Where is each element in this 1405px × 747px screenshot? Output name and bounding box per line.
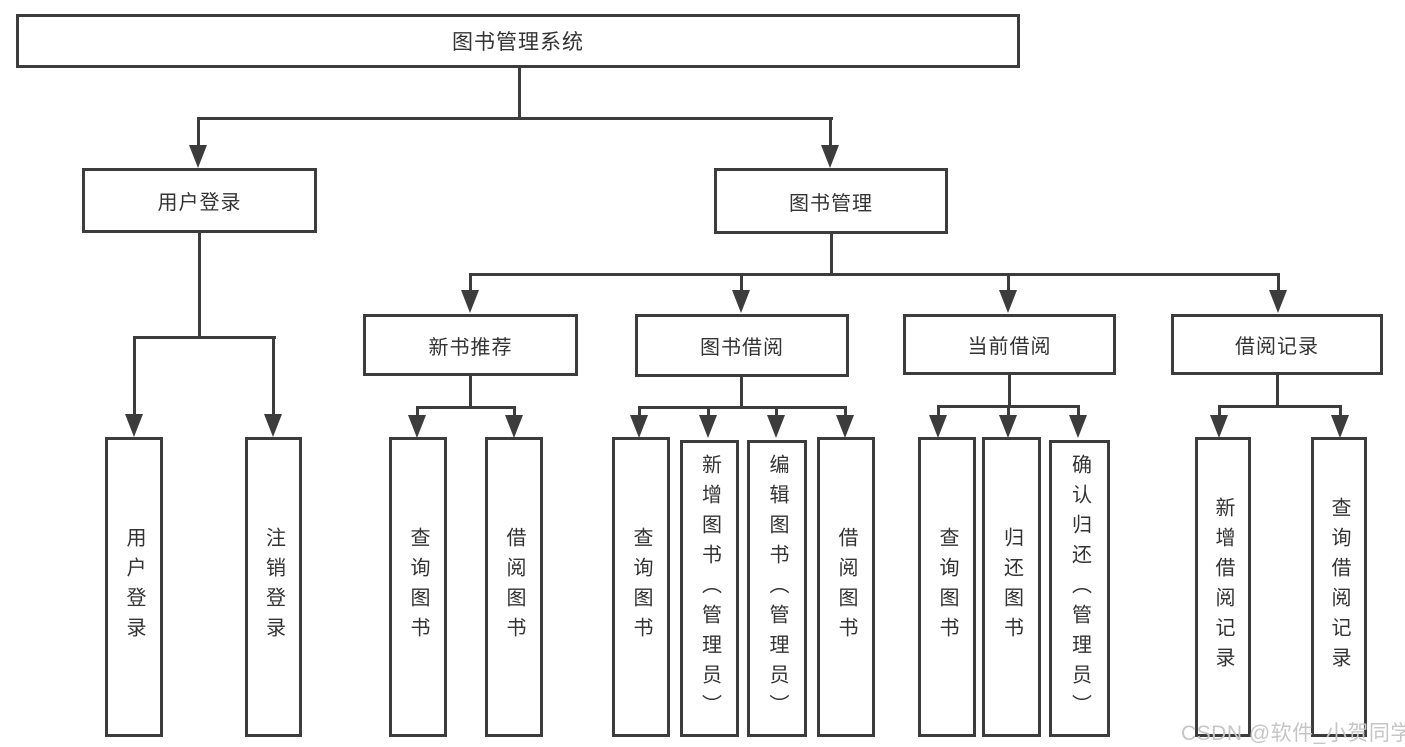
connector-vline <box>1277 273 1280 293</box>
connector-vline <box>469 273 472 293</box>
leaf-query-books-current-label: 查询图书 <box>936 527 958 647</box>
leaf-query-books-recommend-label: 查询图书 <box>407 527 429 647</box>
arrow-down-icon <box>1210 415 1228 438</box>
connector-vline <box>829 117 832 149</box>
connector-vline <box>638 406 641 418</box>
leaf-query-books-borrowing-label: 查询图书 <box>630 527 652 647</box>
connector-vline <box>198 233 201 339</box>
connector-hline <box>416 406 516 409</box>
connector-hline <box>1218 405 1342 408</box>
connector-vline <box>1339 405 1342 418</box>
connector-vline <box>844 406 847 418</box>
watermark: CSDN @软件_小贺同学 <box>1181 722 1405 745</box>
connector-vline <box>707 406 710 418</box>
leaf-add-borrow-record-label: 新增借阅记录 <box>1212 497 1234 677</box>
leaf-add-book-admin-label: 新增图书（管理员） <box>698 453 721 724</box>
connector-vline <box>775 406 778 418</box>
connector-hline <box>197 117 833 120</box>
arrow-down-icon <box>999 415 1017 438</box>
connector-vline <box>272 336 275 415</box>
leaf-borrow-books-borrowing-label: 借阅图书 <box>835 527 857 647</box>
connector-vline <box>197 117 200 149</box>
node-borrowing-records-label: 借阅记录 <box>1235 336 1319 358</box>
leaf-confirm-return-admin: 确认归还（管理员） <box>1049 440 1110 737</box>
node-root-label: 图书管理系统 <box>452 31 584 54</box>
arrow-down-icon <box>1269 290 1287 313</box>
leaf-query-books-borrowing: 查询图书 <box>612 437 670 737</box>
leaf-add-book-admin: 新增图书（管理员） <box>680 440 739 737</box>
node-book-management: 图书管理 <box>714 168 948 234</box>
leaf-user-login: 用户登录 <box>105 437 163 737</box>
arrow-down-icon <box>999 290 1017 313</box>
connector-hline <box>469 273 1280 276</box>
arrow-down-icon <box>699 415 717 438</box>
leaf-query-borrow-record-label: 查询借阅记录 <box>1328 497 1350 677</box>
connector-vline <box>1007 273 1010 293</box>
connector-vline <box>1077 405 1080 418</box>
arrow-down-icon <box>929 415 947 438</box>
connector-vline <box>469 376 472 409</box>
leaf-borrow-books-borrowing: 借阅图书 <box>817 437 875 737</box>
connector-vline <box>1276 375 1279 408</box>
leaf-return-books: 归还图书 <box>982 437 1041 737</box>
connector-vline <box>513 406 516 418</box>
node-borrowing-records: 借阅记录 <box>1171 314 1383 375</box>
node-user-login: 用户登录 <box>82 168 317 233</box>
arrow-down-icon <box>505 415 523 438</box>
node-new-book-recommend-label: 新书推荐 <box>428 336 513 359</box>
leaf-query-borrow-record: 查询借阅记录 <box>1311 437 1367 737</box>
arrow-down-icon <box>125 414 143 437</box>
arrow-down-icon <box>630 415 648 438</box>
node-book-management-label: 图书管理 <box>789 192 873 215</box>
arrow-down-icon <box>1331 415 1349 438</box>
node-user-login-label: 用户登录 <box>157 192 242 214</box>
connector-hline <box>638 406 847 409</box>
connector-vline <box>518 68 521 120</box>
arrow-down-icon <box>408 415 426 438</box>
leaf-borrow-books-recommend-label: 借阅图书 <box>503 527 525 647</box>
node-current-borrowing-label: 当前借阅 <box>967 336 1052 358</box>
leaf-logout-label: 注销登录 <box>262 527 285 647</box>
leaf-query-books-current: 查询图书 <box>918 437 976 737</box>
node-root: 图书管理系统 <box>16 14 1020 68</box>
leaf-edit-book-admin: 编辑图书（管理员） <box>747 440 807 737</box>
leaf-return-books-label: 归还图书 <box>1000 527 1023 647</box>
connector-vline <box>1008 375 1011 408</box>
leaf-logout: 注销登录 <box>245 437 302 737</box>
connector-vline <box>937 405 940 418</box>
connector-vline <box>416 406 419 418</box>
connector-hline <box>133 336 276 339</box>
leaf-query-books-recommend: 查询图书 <box>389 437 447 737</box>
leaf-user-login-label: 用户登录 <box>123 527 145 647</box>
connector-vline <box>740 273 743 293</box>
leaf-borrow-books-recommend: 借阅图书 <box>485 437 543 737</box>
arrow-down-icon <box>767 415 785 438</box>
leaf-add-borrow-record: 新增借阅记录 <box>1195 437 1251 737</box>
node-book-borrowing-label: 图书借阅 <box>700 337 784 359</box>
arrow-down-icon <box>264 414 282 437</box>
connector-vline <box>1007 405 1010 418</box>
connector-vline <box>830 234 833 276</box>
node-book-borrowing: 图书借阅 <box>635 314 849 377</box>
arrow-down-icon <box>836 415 854 438</box>
connector-vline <box>1218 405 1221 418</box>
arrow-down-icon <box>189 145 207 168</box>
leaf-confirm-return-admin-label: 确认归还（管理员） <box>1068 453 1091 724</box>
leaf-edit-book-admin-label: 编辑图书（管理员） <box>766 453 788 724</box>
arrow-down-icon <box>1069 415 1087 438</box>
arrow-down-icon <box>461 290 479 313</box>
node-new-book-recommend: 新书推荐 <box>363 314 578 376</box>
arrow-down-icon <box>821 145 839 168</box>
connector-vline <box>133 336 136 415</box>
connector-vline <box>740 377 743 409</box>
arrow-down-icon <box>732 290 750 313</box>
node-current-borrowing: 当前借阅 <box>903 314 1116 375</box>
